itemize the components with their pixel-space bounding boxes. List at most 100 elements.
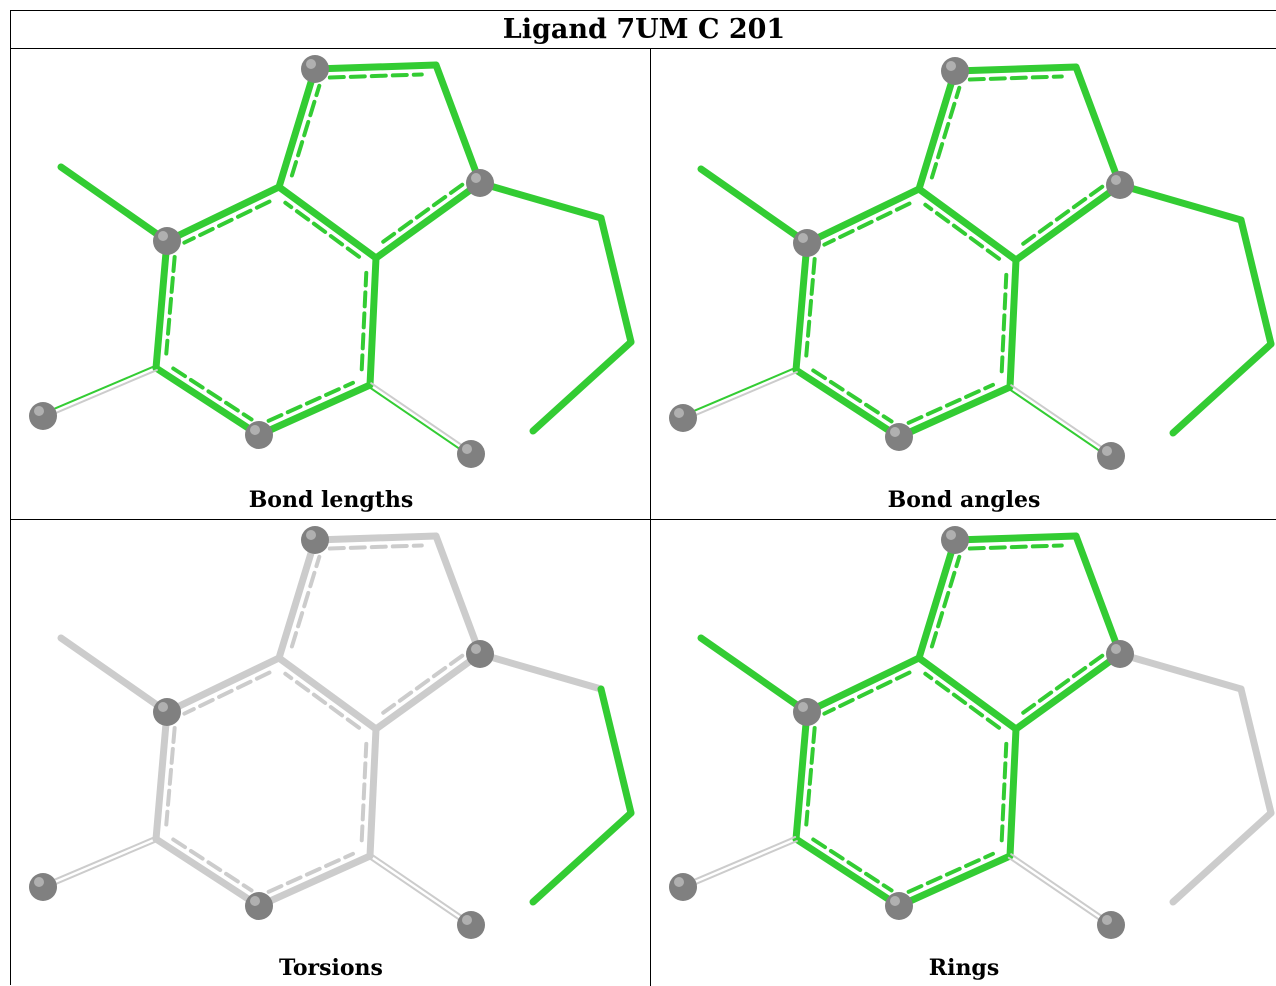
bond-b15 — [597, 685, 635, 817]
bond-b7 — [152, 708, 171, 843]
bond-b6 — [803, 185, 923, 247]
atom-r1-highlight — [1102, 446, 1112, 456]
atom-l1 — [669, 873, 697, 901]
bond-b3 — [372, 650, 484, 733]
atom-l1 — [669, 404, 697, 432]
bond-b8-aromatic — [171, 837, 254, 893]
bond-b1-aromatic — [327, 72, 424, 80]
atom-a3 — [466, 640, 494, 668]
bond-b16 — [529, 338, 635, 435]
atom-l1-highlight — [34, 877, 44, 887]
bond-b5-aromatic — [289, 83, 322, 178]
atom-r1-highlight — [462, 444, 472, 454]
atom-r1-highlight — [1102, 915, 1112, 925]
bond-b9-aromatic — [266, 851, 355, 894]
atom-a3-highlight — [1111, 175, 1121, 185]
bond-b7-aromatic — [804, 257, 817, 358]
bond-b3-aromatic — [381, 182, 465, 244]
bond-b4-aromatic — [923, 671, 1002, 730]
bond-b11 — [57, 634, 171, 716]
bond-b8 — [152, 364, 263, 439]
bond-b4-aromatic — [923, 202, 1002, 261]
bond-b7 — [792, 708, 811, 843]
bond-b9-aromatic — [266, 380, 355, 423]
bond-b5 — [275, 536, 319, 662]
bond-b10-aromatic — [999, 741, 1009, 843]
bond-b5-aromatic — [929, 554, 962, 649]
bond-b9-aromatic — [906, 851, 995, 894]
atom-a1-highlight — [306, 530, 316, 540]
bond-b6 — [803, 654, 923, 716]
atom-a6-highlight — [798, 233, 808, 243]
panel-caption-rings: Rings — [928, 955, 1000, 981]
atom-a8 — [245, 892, 273, 920]
atom-a8 — [245, 421, 273, 449]
atom-a8 — [885, 423, 913, 451]
atom-a1 — [301, 55, 329, 83]
bond-b6 — [163, 654, 283, 716]
bond-b12-b — [682, 371, 798, 422]
bond-b9-aromatic — [906, 382, 995, 425]
bond-b12-b — [682, 840, 798, 891]
bond-b10 — [366, 725, 380, 860]
bond-b11 — [697, 165, 811, 247]
atom-a6-highlight — [798, 702, 808, 712]
bond-b3-aromatic — [1021, 653, 1105, 715]
bond-b12-a — [681, 366, 797, 417]
bond-b3-aromatic — [381, 653, 465, 715]
bond-b12-a — [41, 364, 157, 415]
bond-b13-b — [1010, 853, 1114, 925]
bond-b10-aromatic — [359, 270, 369, 372]
bond-b4-aromatic — [283, 200, 362, 259]
bond-b2 — [1072, 532, 1124, 658]
bond-b7 — [152, 237, 171, 372]
bond-b15 — [597, 214, 635, 346]
bond-b9 — [895, 383, 1014, 441]
bond-b13-b — [1010, 384, 1114, 456]
bond-b4-aromatic — [283, 671, 362, 730]
bond-b1-aromatic — [967, 74, 1064, 82]
bond-b13-a — [1007, 387, 1111, 459]
atom-a1 — [941, 526, 969, 554]
bond-b8-aromatic — [811, 368, 894, 424]
bond-b1 — [951, 63, 1080, 75]
atom-a3-highlight — [471, 644, 481, 654]
bond-b5-aromatic — [289, 554, 322, 649]
atom-a1 — [941, 57, 969, 85]
bond-b3-aromatic — [1021, 184, 1105, 246]
bond-b11 — [57, 163, 171, 245]
atom-r1-highlight — [462, 915, 472, 925]
bond-b6-aromatic — [822, 670, 912, 716]
bond-b6-aromatic — [822, 201, 912, 247]
bond-b7-aromatic — [164, 726, 177, 827]
panel-caption-bond-angles: Bond angles — [887, 487, 1041, 513]
bond-b2 — [432, 532, 484, 658]
bond-b5-aromatic — [929, 85, 962, 180]
atom-a8-highlight — [250, 896, 260, 906]
atom-a8 — [885, 892, 913, 920]
panel-caption-torsions: Torsions — [279, 955, 383, 981]
bond-b11 — [697, 634, 811, 716]
bond-b1 — [311, 532, 440, 544]
panel-rings-diagram — [669, 526, 1275, 939]
atom-r1 — [1097, 911, 1125, 939]
bond-b15 — [1237, 685, 1275, 817]
bond-b12-b — [42, 369, 158, 420]
bond-b14 — [1116, 650, 1245, 693]
bond-b9 — [255, 852, 374, 910]
panel-bond-lengths-diagram — [29, 55, 635, 468]
bond-b10-aromatic — [359, 741, 369, 843]
atom-l1-highlight — [674, 408, 684, 418]
bond-b2 — [1072, 63, 1124, 189]
bond-b13-a — [367, 385, 471, 457]
bond-b4 — [275, 183, 380, 262]
bond-b4 — [915, 654, 1020, 733]
bond-b14 — [476, 650, 605, 693]
bond-b13-a — [1007, 856, 1111, 928]
bond-b7 — [792, 239, 811, 374]
bond-b14 — [476, 179, 605, 222]
column-divider — [650, 49, 651, 986]
bond-b13-b — [370, 853, 474, 925]
atom-a3 — [1106, 640, 1134, 668]
bond-b4 — [275, 654, 380, 733]
